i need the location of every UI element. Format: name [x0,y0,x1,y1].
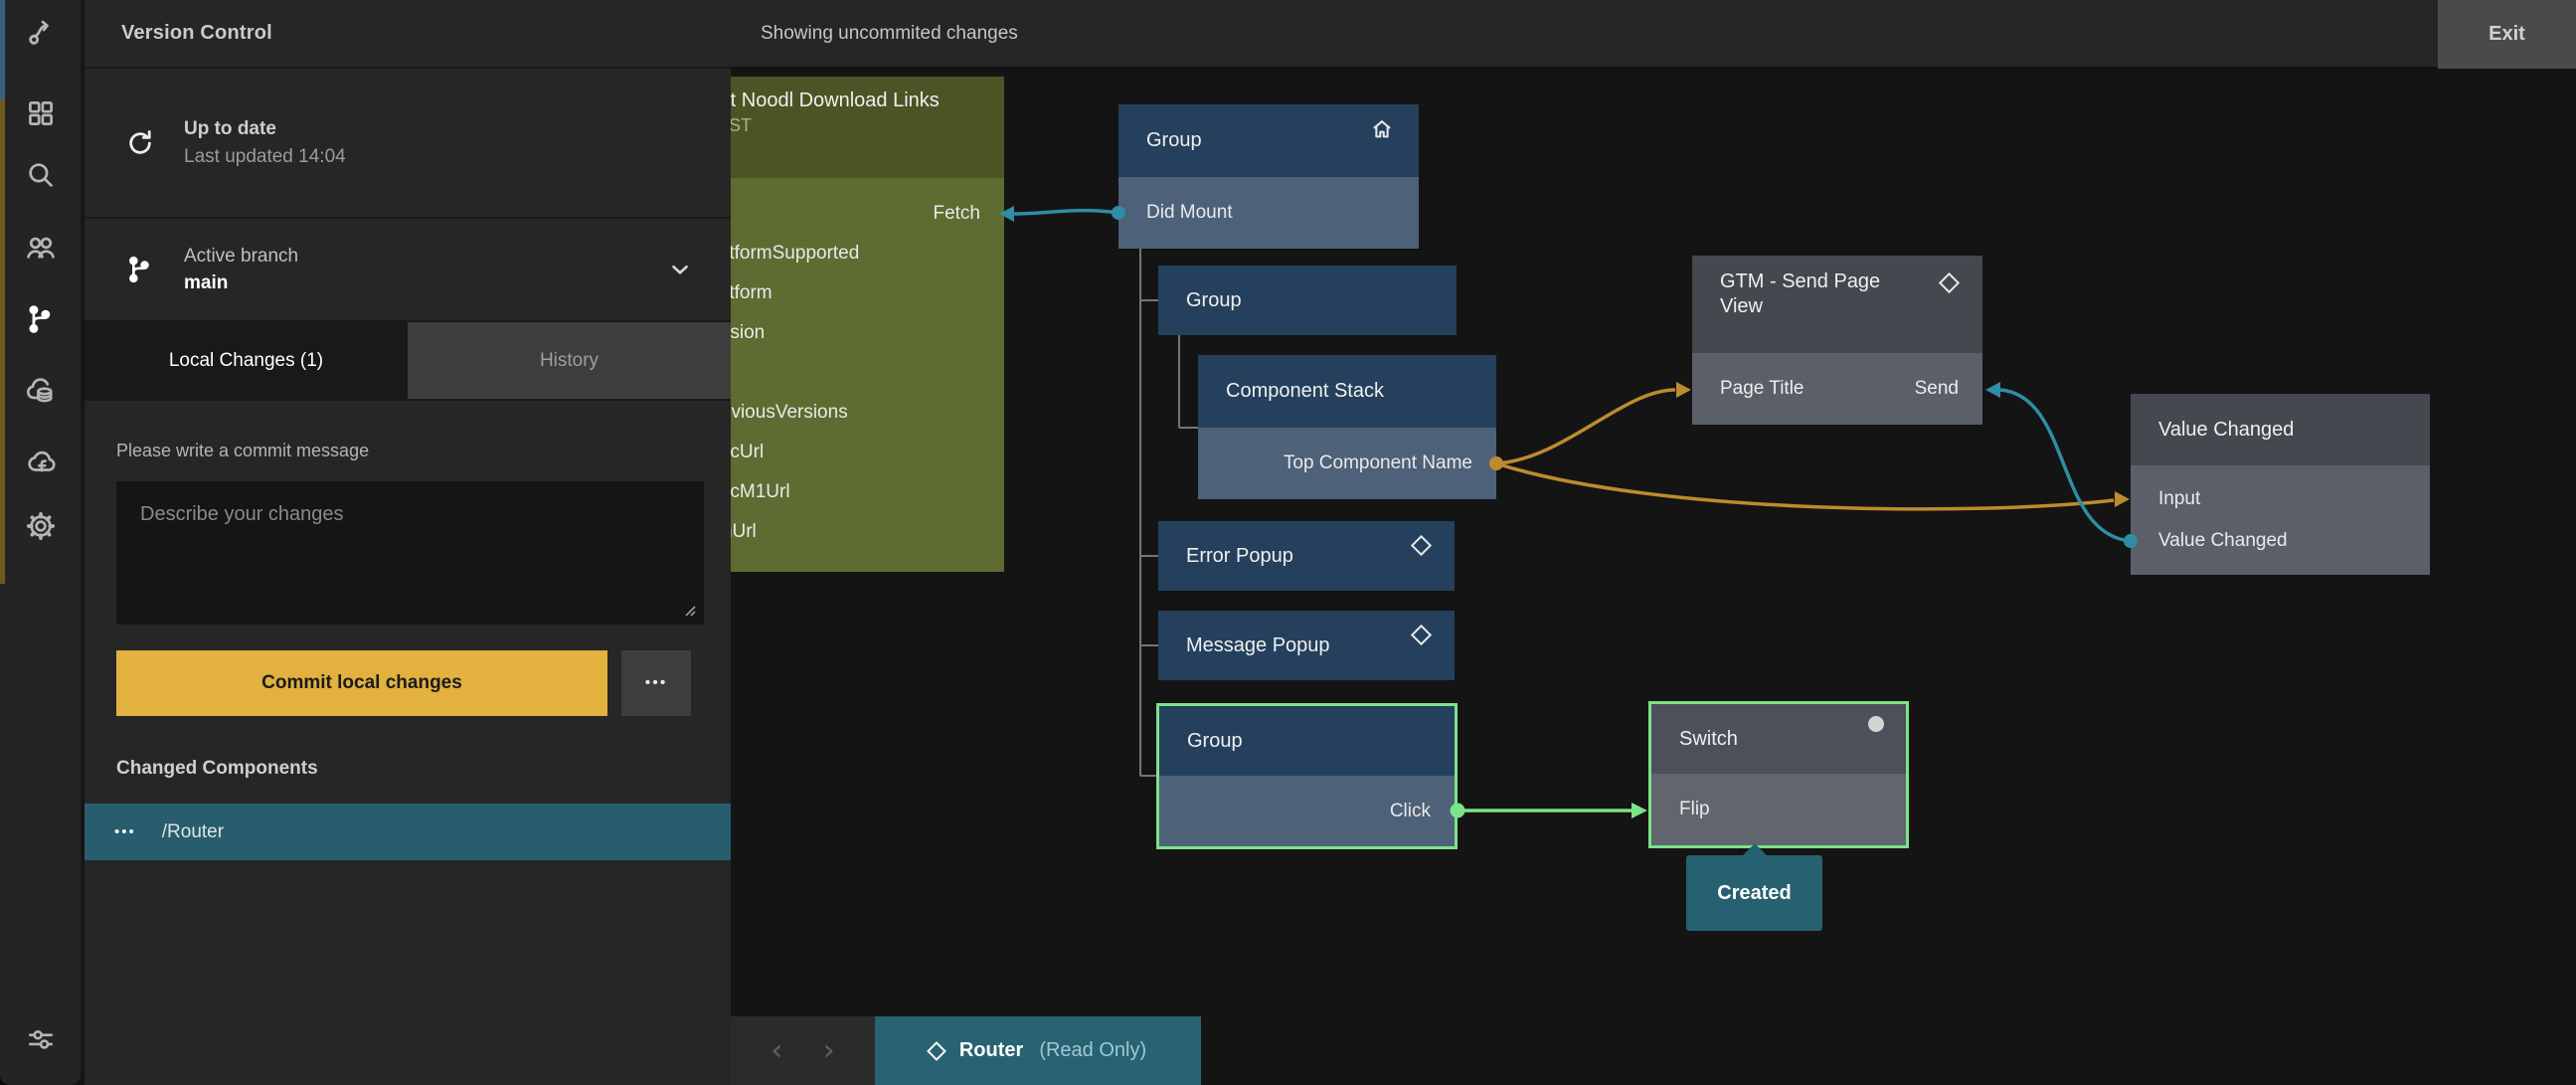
more-options-button[interactable]: ••• [621,650,691,716]
node-gtm-send-page-view[interactable]: GTM - Send Page View Page Title Send [1692,256,1982,425]
node-title: Group [1186,289,1242,311]
port-winurl[interactable]: winUrl [731,521,757,542]
changes-tabs: Local Changes (1) History [85,322,731,401]
node-value-changed[interactable]: Value Changed Input Value Changed [2131,394,2430,575]
active-branch-selector[interactable]: Active branch main [85,219,731,322]
node-message-popup[interactable]: Message Popup [1158,611,1455,680]
branch-label: Active branch [184,245,299,267]
tab-history[interactable]: History [408,322,731,399]
diamond-icon [1938,271,1961,294]
chevron-down-icon [667,257,693,282]
port-send[interactable]: Send [1914,378,1959,399]
port-fetch[interactable]: Fetch [933,203,980,224]
port-platform[interactable]: platform [731,282,773,303]
node-group-inner[interactable]: Group [1158,266,1457,335]
collaboration-icon[interactable] [23,230,59,266]
node-title: Group [1146,129,1202,151]
status-dot-icon [1868,716,1884,732]
canvas-nav-strip: ‹ › [731,1016,875,1085]
components-grid-icon[interactable] [23,95,59,131]
node-group-home[interactable]: Group Did Mount [1118,104,1419,249]
exit-button[interactable]: Exit [2438,0,2576,69]
nav-back-icon[interactable]: ‹ [771,1032,783,1068]
node-title: Message Popup [1186,634,1330,656]
sync-last-updated: Last updated 14:04 [184,145,346,167]
port-macm1url[interactable]: macM1Url [731,481,790,502]
node-title: Get Noodl Download Links [731,90,940,111]
port-value-changed[interactable]: Value Changed [2158,530,2288,551]
created-tooltip: Created [1686,843,1822,931]
port-did-mount[interactable]: Did Mount [1146,202,1233,223]
node-title: Group [1187,730,1243,752]
node-subtitle: REST [731,115,753,135]
node-title: Error Popup [1186,545,1293,567]
diamond-icon [1410,624,1433,646]
node-group-selected[interactable]: Group Click [1156,703,1458,849]
commit-message-label: Please write a commit message [116,441,370,460]
search-icon[interactable] [23,157,59,193]
activity-sidebar [0,0,83,1085]
git-branch-icon[interactable] [23,301,59,337]
cloud-data-icon[interactable] [23,374,59,410]
commit-message-input[interactable] [116,481,704,625]
port-top-component-name[interactable]: Top Component Name [1283,452,1472,473]
commit-local-changes-button[interactable]: Commit local changes [116,650,607,716]
node-title: Switch [1679,728,1738,750]
port-url[interactable]: url [731,353,1004,393]
hierarchy-tree-lines [1139,249,1198,777]
port-flip[interactable]: Flip [1679,799,1710,819]
port-version[interactable]: version [731,322,766,343]
port-input[interactable]: Input [2158,488,2201,509]
cloud-functions-icon[interactable] [23,446,59,481]
panel-header: Version Control [85,0,731,69]
panel-title: Version Control [121,22,272,44]
accent-strip-gold [0,99,5,584]
router-tab-label: Router [958,1039,1024,1061]
uncommitted-status-text: Showing uncommited changes [761,22,1018,44]
port-page-title[interactable]: Page Title [1720,378,1804,399]
node-switch[interactable]: Switch Flip [1648,701,1909,848]
commit-section: Please write a commit message Commit loc… [85,401,731,716]
diamond-icon [1410,534,1433,557]
accent-strip-blue [0,0,5,99]
node-graph-canvas[interactable]: Get Noodl Download Links REST Fetch plat… [731,71,2576,1085]
router-readonly-label: (Read Only) [1039,1039,1147,1061]
port-platformsupported[interactable]: platformSupported [731,243,860,264]
sliders-icon[interactable] [23,1021,59,1057]
branch-name: main [184,271,229,293]
router-component-tab[interactable]: Router (Read Only) [875,1016,1201,1085]
node-error-popup[interactable]: Error Popup [1158,521,1455,591]
port-previousversions[interactable]: previousVersions [731,402,848,423]
node-title: Value Changed [2158,419,2295,441]
component-name: /Router [161,820,225,842]
changed-component-row[interactable]: ••• /Router [85,804,731,860]
canvas-topbar: Showing uncommited changes Exit [731,0,2576,69]
settings-gear-icon[interactable] [23,508,59,544]
version-control-icon[interactable] [23,16,59,52]
node-component-stack[interactable]: Component Stack Top Component Name [1198,355,1496,499]
sync-status: Up to date [184,117,276,139]
nav-forward-icon[interactable]: › [822,1032,835,1068]
node-title: GTM - Send Page View [1720,271,1881,317]
version-control-panel: Version Control Up to date Last updated … [85,0,731,1085]
diamond-icon [926,1040,946,1061]
tab-local-changes[interactable]: Local Changes (1) [85,322,408,399]
component-dots-icon: ••• [114,823,136,840]
changed-components-heading: Changed Components [116,758,318,779]
branch-icon [129,256,149,283]
created-label: Created [1717,881,1792,904]
sync-status-section: Up to date Last updated 14:04 [85,69,731,219]
node-rest-get-noodl-download-links[interactable]: Get Noodl Download Links REST Fetch plat… [731,77,1004,572]
node-title: Component Stack [1226,380,1384,402]
port-click[interactable]: Click [1389,800,1431,821]
home-icon [1369,116,1395,147]
refresh-icon[interactable] [124,127,156,159]
port-macurl[interactable]: macUrl [731,442,765,462]
connection-wires [999,206,2138,818]
